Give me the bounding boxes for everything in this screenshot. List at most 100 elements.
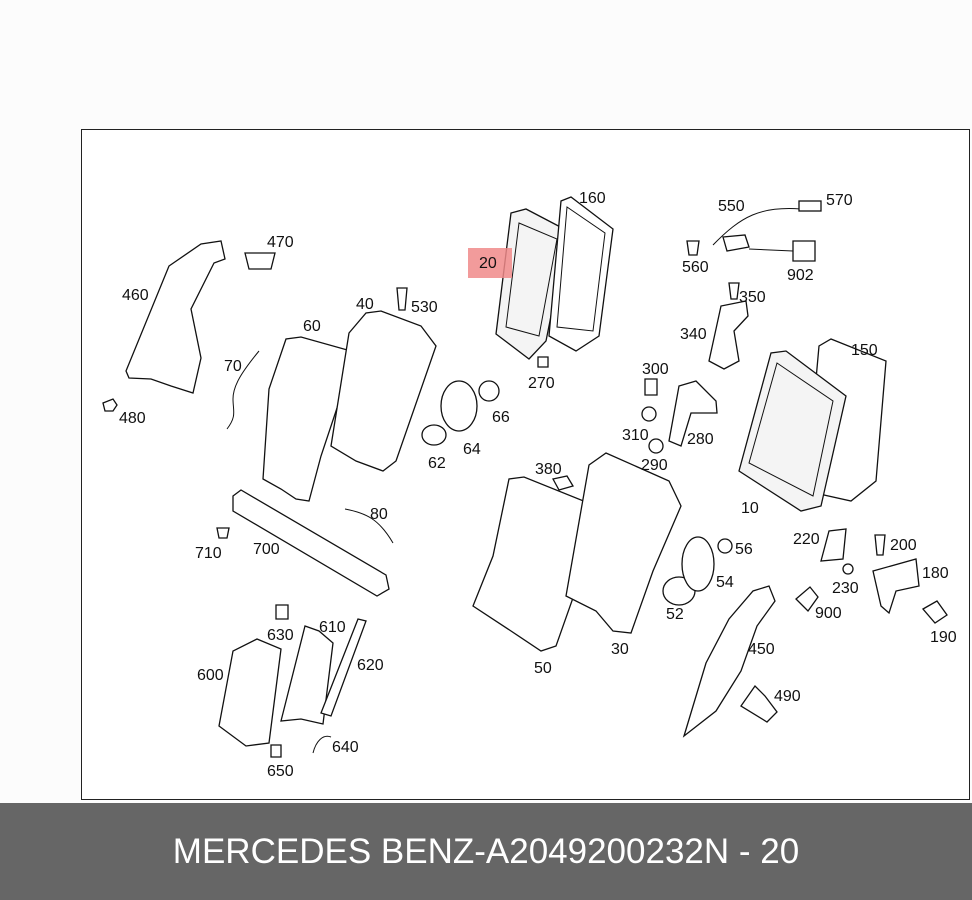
- part-630-drawing: [275, 604, 289, 620]
- footer-separator: -: [474, 831, 486, 871]
- label-190: 190: [930, 629, 957, 646]
- part-40-drawing: [330, 310, 437, 472]
- part-64-drawing: [440, 380, 478, 432]
- label-30: 30: [611, 641, 629, 658]
- part-200-drawing: [874, 534, 886, 556]
- label-620: 620: [357, 657, 384, 674]
- parts-diagram: 20 30 40 50 52 54 56 60 62 64 66 70 80 1…: [102, 190, 957, 780]
- part-180-drawing: [872, 558, 920, 615]
- label-530: 530: [411, 299, 438, 316]
- label-650: 650: [267, 763, 294, 780]
- part-530-drawing: [396, 287, 408, 311]
- label-66: 66: [492, 409, 510, 426]
- footer-position-code: N - 20: [703, 831, 800, 871]
- part-160-inner: [556, 206, 606, 332]
- label-270: 270: [528, 375, 555, 392]
- label-220: 220: [793, 531, 820, 548]
- footer-part-number: A2049200232: [485, 831, 704, 871]
- part-310-drawing: [641, 406, 657, 422]
- label-62: 62: [428, 455, 446, 472]
- label-150: 150: [851, 342, 878, 359]
- label-50: 50: [534, 660, 552, 677]
- label-54: 54: [716, 574, 734, 591]
- label-550: 550: [718, 198, 745, 215]
- label-290: 290: [641, 457, 668, 474]
- label-570: 570: [826, 192, 853, 209]
- part-700-drawing: [232, 489, 390, 597]
- footer-caption: MERCEDES BENZ - A2049200232 N - 20: [0, 803, 972, 900]
- part-230-drawing: [842, 563, 854, 575]
- label-600: 600: [197, 667, 224, 684]
- part-620-drawing: [320, 618, 367, 717]
- part-650-drawing: [270, 744, 282, 758]
- part-490-drawing: [740, 684, 778, 723]
- label-64: 64: [463, 441, 481, 458]
- label-70: 70: [224, 358, 242, 375]
- label-900: 900: [815, 605, 842, 622]
- label-56: 56: [735, 541, 753, 558]
- part-902-drawing: [792, 240, 816, 262]
- part-600-drawing: [218, 638, 282, 747]
- part-80-drawing: [344, 508, 394, 544]
- label-700: 700: [253, 541, 280, 558]
- part-610-drawing: [280, 625, 334, 725]
- part-460-drawing: [125, 240, 226, 394]
- footer-brand: MERCEDES BENZ: [172, 831, 475, 871]
- label-460: 460: [122, 287, 149, 304]
- label-350: 350: [739, 289, 766, 306]
- label-480: 480: [119, 410, 146, 427]
- part-190-drawing: [921, 600, 948, 624]
- label-280: 280: [687, 431, 714, 448]
- part-710-drawing: [216, 527, 230, 539]
- label-640: 640: [332, 739, 359, 756]
- part-54-drawing: [681, 536, 715, 592]
- label-52: 52: [666, 606, 684, 623]
- part-290-drawing: [648, 438, 664, 454]
- part-570-drawing: [798, 200, 822, 212]
- part-270-drawing: [537, 356, 549, 368]
- label-610: 610: [319, 619, 346, 636]
- parts-diagram-frame: 20 30 40 50 52 54 56 60 62 64 66 70 80 1…: [81, 129, 970, 800]
- part-280-drawing: [668, 380, 718, 447]
- part-70-drawing: [226, 350, 260, 430]
- part-480-drawing: [102, 398, 118, 412]
- part-62-drawing: [421, 424, 447, 446]
- part-56-drawing: [717, 538, 733, 554]
- label-80: 80: [370, 506, 388, 523]
- part-220-drawing: [820, 528, 847, 562]
- part-300-drawing: [644, 378, 658, 396]
- label-902: 902: [787, 267, 814, 284]
- label-160: 160: [579, 190, 606, 207]
- label-20: 20: [479, 255, 497, 272]
- part-900-drawing: [795, 586, 819, 613]
- label-380: 380: [535, 461, 562, 478]
- part-550-drawing: [712, 208, 802, 246]
- label-200: 200: [890, 537, 917, 554]
- part-160-drawing: [548, 196, 614, 352]
- part-380-drawing: [552, 475, 574, 491]
- label-490: 490: [774, 688, 801, 705]
- highlight-part-20: [468, 248, 512, 278]
- label-450: 450: [748, 641, 775, 658]
- part-66-drawing: [478, 380, 500, 402]
- label-230: 230: [832, 580, 859, 597]
- label-40: 40: [356, 296, 374, 313]
- part-550-connector: [722, 234, 750, 252]
- part-350-drawing: [728, 282, 740, 300]
- label-710: 710: [195, 545, 222, 562]
- part-10-drawing: [738, 350, 847, 512]
- label-340: 340: [680, 326, 707, 343]
- part-470-drawing: [244, 252, 276, 270]
- label-180: 180: [922, 565, 949, 582]
- footer-bar: MERCEDES BENZ - A2049200232 N - 20: [0, 803, 972, 900]
- part-10-inner: [748, 362, 834, 497]
- label-630: 630: [267, 627, 294, 644]
- label-470: 470: [267, 234, 294, 251]
- label-60: 60: [303, 318, 321, 335]
- label-10: 10: [741, 500, 759, 517]
- label-560: 560: [682, 259, 709, 276]
- label-300: 300: [642, 361, 669, 378]
- part-340-drawing: [708, 300, 749, 370]
- part-560-drawing: [686, 240, 700, 256]
- part-450-drawing: [682, 585, 776, 738]
